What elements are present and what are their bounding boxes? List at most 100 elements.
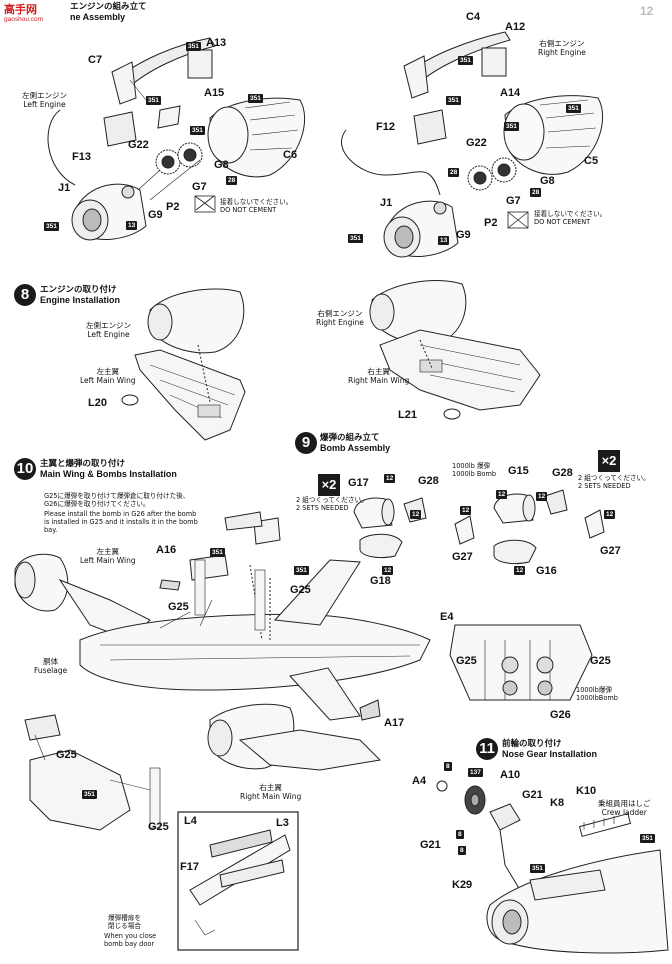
step9-title: 爆弾の組み立て Bomb Assembly	[320, 433, 390, 454]
engine-install-left-drawing	[121, 288, 246, 441]
part-label: G25	[148, 821, 169, 833]
part-label: G28	[552, 467, 573, 479]
label-en: Right Main Wing	[348, 375, 410, 385]
color-chip: 351	[566, 104, 581, 113]
color-chip: 13	[438, 236, 450, 245]
part-label: A15	[204, 87, 225, 99]
part-label: C5	[584, 155, 599, 167]
label-jp: 左側エンジン	[86, 321, 131, 330]
step8-left-wing-label: 左主翼 Left Main Wing	[80, 367, 136, 385]
step10-title-jp: 主翼と爆弾の取り付け	[40, 459, 126, 469]
step10-title-en: Main Wing & Bombs Installation	[40, 469, 177, 480]
color-chip: 28	[226, 176, 238, 185]
step11-title-en: Nose Gear Installation	[502, 749, 598, 760]
step9-title-en: Bomb Assembly	[320, 443, 391, 454]
label-en: Left Main Wing	[80, 555, 136, 565]
label-jp: 右主翼	[367, 367, 390, 376]
part-label: K29	[452, 879, 473, 891]
part-label: G18	[370, 575, 391, 587]
part-label: F13	[72, 151, 91, 163]
part-label: G21	[420, 839, 441, 851]
step7-title-en: ne Assembly	[70, 12, 126, 23]
part-label: A14	[500, 87, 521, 99]
color-chip: 351	[210, 548, 225, 557]
color-chip: 12	[514, 566, 526, 575]
multiplier-badge: ×2	[318, 474, 340, 496]
color-chip: 351	[458, 56, 473, 65]
part-label: E4	[440, 611, 454, 623]
part-label: L20	[88, 397, 107, 409]
part-label: G16	[536, 565, 557, 577]
bay-door-note-jp: 爆弾槽扉を 閉じる場合	[108, 914, 141, 931]
step10-left-wing-label: 左主翼 Left Main Wing	[80, 547, 136, 565]
color-chip: 351	[44, 222, 59, 231]
part-label: G22	[128, 139, 149, 151]
label-en: Left Main Wing	[80, 375, 136, 385]
bomb-assembly-drawing	[353, 489, 605, 565]
part-label: G8	[214, 159, 229, 171]
color-chip: 12	[496, 490, 508, 499]
no-cement-en: DO NOT CEMENT	[534, 218, 591, 227]
left-engine-label-jp: 左側エンジン	[22, 91, 67, 100]
label-en: Right Main Wing	[240, 791, 302, 801]
color-chip: 351	[504, 122, 519, 131]
part-label: J1	[380, 197, 393, 209]
color-chip: 12	[410, 510, 422, 519]
ladder-en: Crew ladder	[601, 807, 647, 817]
step10-number: 10	[14, 458, 36, 480]
bomb-jp: 1000lb爆弾	[576, 686, 612, 694]
right-engine-label: 右側エンジン Right Engine	[538, 39, 586, 57]
part-label: G21	[522, 789, 543, 801]
part-label: A13	[206, 37, 227, 49]
color-chip: 351	[294, 566, 309, 575]
part-label: P2	[484, 217, 498, 229]
color-chip: 137	[468, 768, 483, 777]
step7-title-jp: エンジンの組み立て	[70, 2, 147, 12]
step8-right-engine-label: 右側エンジン Right Engine	[316, 309, 364, 327]
part-label: C4	[466, 11, 481, 23]
step8-right-wing-label: 右主翼 Right Main Wing	[348, 367, 410, 385]
color-chip: 351	[146, 96, 161, 105]
sets-en: 2 SETS NEEDED	[578, 482, 631, 491]
no-cement-note-left: 接着しないでください。 DO NOT CEMENT	[220, 198, 292, 214]
color-chip: 351	[248, 94, 263, 103]
label-en: Right Engine	[316, 317, 364, 327]
step11-title-jp: 前輪の取り付け	[502, 739, 562, 749]
part-label: J1	[58, 182, 71, 194]
step8-title-en: Engine Installation	[40, 295, 121, 306]
bay-door-inset	[177, 811, 299, 951]
part-label: A17	[384, 717, 405, 729]
part-label: A4	[412, 775, 427, 787]
part-label: P2	[166, 201, 180, 213]
color-chip: 351	[446, 96, 461, 105]
part-label: G15	[508, 465, 529, 477]
no-cement-jp: 接着しないでください。	[220, 198, 293, 206]
left-engine-label: 左側エンジン Left Engine	[22, 91, 67, 109]
part-label: G25	[168, 601, 189, 613]
part-label: G17	[348, 477, 369, 489]
step8-title-jp: エンジンの取り付け	[40, 285, 117, 295]
part-label: A16	[156, 544, 177, 556]
nose-gear-drawing	[436, 780, 669, 954]
color-chip: 12	[536, 492, 548, 501]
sets-needed-note: 2 組つくってください。 2 SETS NEEDED	[296, 496, 368, 512]
color-chip: 351	[348, 234, 363, 243]
sets-jp: 2 組つくってください。	[578, 474, 650, 482]
no-cement-note-right: 接着しないでください。 DO NOT CEMENT	[534, 210, 606, 226]
bomb-bay-inset	[449, 624, 593, 701]
part-label: F17	[180, 861, 199, 873]
step9-number: 9	[295, 432, 317, 454]
watermark-site: gaoshou.com	[4, 16, 44, 23]
color-chip: 12	[604, 510, 616, 519]
bomb-en: 1000lb Bomb	[452, 470, 497, 479]
part-label: G25	[456, 655, 477, 667]
part-label: G8	[540, 175, 555, 187]
left-engine-label-en: Left Engine	[23, 99, 66, 109]
sets-en: 2 SETS NEEDED	[296, 504, 349, 513]
color-chip: 351	[530, 864, 545, 873]
label-jp: 胴体	[43, 657, 59, 666]
part-label: G25	[290, 584, 311, 596]
part-label: L3	[276, 817, 289, 829]
color-chip: 351	[190, 126, 205, 135]
